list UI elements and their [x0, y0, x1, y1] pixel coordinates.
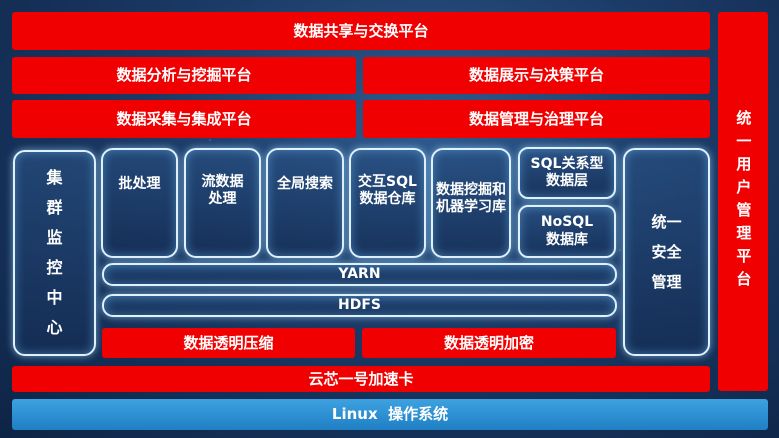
governance-platform-bar: 数据管理与治理平台	[363, 100, 710, 138]
hdfs-bar: HDFS	[102, 294, 617, 317]
sql-warehouse-box: 交互SQL数据仓库	[349, 148, 426, 258]
compression-bar: 数据透明压缩	[102, 328, 355, 358]
security-mgmt-label: 统一安全管理	[651, 213, 682, 291]
nosql-box: NoSQL数据库	[518, 205, 616, 258]
linux-os-bar: Linux 操作系统	[12, 399, 768, 430]
sql-warehouse-label: 交互SQL数据仓库	[358, 173, 417, 208]
batch-processing-label: 批处理	[118, 176, 161, 193]
cluster-monitor-label: 集群监控中心	[46, 168, 63, 337]
collection-platform-bar: 数据采集与集成平台	[12, 100, 356, 138]
global-search-box: 全局搜索	[266, 148, 344, 258]
yarn-bar: YARN	[102, 263, 617, 286]
sql-relational-label: SQL关系型数据层	[530, 155, 604, 190]
global-search-label: 全局搜索	[277, 176, 333, 193]
nosql-label: NoSQL数据库	[540, 214, 594, 248]
sql-relational-box: SQL关系型数据层	[518, 147, 616, 199]
user-mgmt-platform-bar: 统一用户管理平台	[718, 12, 768, 391]
encryption-bar: 数据透明加密	[362, 328, 616, 358]
cluster-monitor-box: 集群监控中心	[13, 150, 96, 356]
mining-ml-box: 数据挖掘和机器学习库	[431, 148, 511, 258]
accelerator-bar: 云芯一号加速卡	[12, 366, 710, 392]
mining-ml-label: 数据挖掘和机器学习库	[436, 181, 506, 216]
display-platform-bar: 数据展示与决策平台	[363, 57, 710, 94]
user-mgmt-label: 统一用户管理平台	[734, 109, 753, 294]
sharing-platform-bar: 数据共享与交换平台	[12, 12, 710, 50]
analysis-platform-bar: 数据分析与挖掘平台	[12, 57, 356, 94]
linux-os-label: Linux 操作系统	[331, 405, 449, 424]
streaming-label: 流数据处理	[201, 173, 244, 208]
batch-processing-box: 批处理	[101, 148, 178, 258]
security-mgmt-box: 统一安全管理	[623, 148, 710, 356]
streaming-box: 流数据处理	[184, 148, 261, 258]
